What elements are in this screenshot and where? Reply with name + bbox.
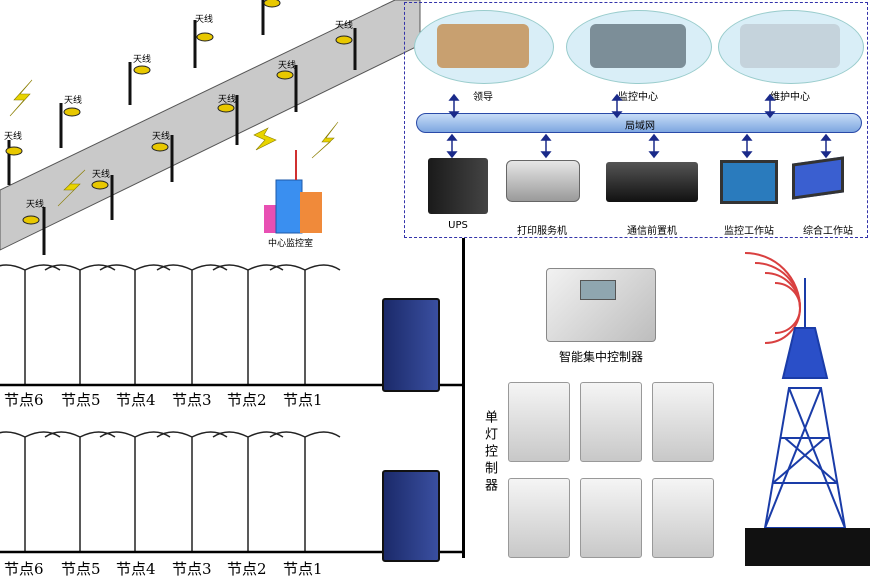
control-building-label: 中心监控室 xyxy=(268,239,314,249)
street-lamps xyxy=(5,0,357,255)
device-label: 综合工作站 xyxy=(803,226,853,237)
antenna-label: 天线 xyxy=(152,132,171,142)
device-label: 通信前置机 xyxy=(627,226,677,237)
maintenance-room-icon xyxy=(740,24,840,68)
cabinet-controller-icon xyxy=(382,470,440,562)
node-label: 节点5 xyxy=(61,560,101,578)
printer-icon xyxy=(506,160,580,202)
node-label: 节点5 xyxy=(61,391,101,409)
node-label: 节点1 xyxy=(283,560,323,578)
lan-bar xyxy=(416,113,862,133)
single-lamp-controller-module xyxy=(508,382,570,462)
monitor-center-room-icon xyxy=(590,24,686,68)
antenna-label: 天线 xyxy=(92,170,111,180)
rack-server-icon xyxy=(606,162,698,202)
antenna-label: 天线 xyxy=(278,61,297,71)
device-label: 监控工作站 xyxy=(724,226,774,237)
node-label: 节点6 xyxy=(4,391,44,409)
antenna-label: 天线 xyxy=(64,96,83,106)
device-label: UPS xyxy=(448,220,468,231)
lan-arrows xyxy=(446,93,832,159)
antenna-label: 天线 xyxy=(133,55,152,65)
single-lamp-controller-module xyxy=(580,478,642,558)
antenna-label: 天线 xyxy=(4,132,23,142)
single-lamp-controller-module xyxy=(508,478,570,558)
central-controller-label: 智能集中控制器 xyxy=(558,350,643,364)
single-lamp-controller-module xyxy=(652,382,714,462)
node-label: 节点4 xyxy=(116,560,156,578)
antenna-label: 天线 xyxy=(335,21,354,31)
antenna-label: 天线 xyxy=(26,200,45,210)
room-label: 领导 xyxy=(473,92,493,103)
ups-server-icon xyxy=(428,158,488,214)
lightning-icon xyxy=(9,79,339,207)
single-lamp-controller-label: 单灯控制器 xyxy=(482,410,497,495)
antenna-label: 天线 xyxy=(195,15,214,25)
node-label: 节点3 xyxy=(172,560,212,578)
road-diagram xyxy=(0,0,421,255)
lamp-row-2 xyxy=(0,431,341,551)
monitor-workstation-icon xyxy=(720,160,778,204)
node-label: 节点4 xyxy=(116,391,156,409)
antenna-label: 天线 xyxy=(218,95,237,105)
communication-tower-icon xyxy=(744,252,870,566)
room-label: 监控中心 xyxy=(618,92,658,103)
node-label: 节点2 xyxy=(227,391,267,409)
node-label: 节点1 xyxy=(283,391,323,409)
node-label: 节点2 xyxy=(227,560,267,578)
network-panel xyxy=(404,2,868,238)
computer-workstation-icon xyxy=(792,156,844,200)
trunk-line xyxy=(462,238,465,558)
device-label: 打印服务机 xyxy=(517,226,567,237)
node-label: 节点6 xyxy=(4,560,44,578)
office-room-icon xyxy=(437,24,529,68)
cabinet-controller-icon xyxy=(382,298,440,392)
lan-label: 局域网 xyxy=(625,121,655,132)
node-label: 节点3 xyxy=(172,391,212,409)
lamp-row-1 xyxy=(0,264,341,385)
control-building-icon xyxy=(264,150,322,234)
single-lamp-controller-module xyxy=(580,382,642,462)
single-lamp-controller-module xyxy=(652,478,714,558)
room-label: 维护中心 xyxy=(770,92,810,103)
controller-screen xyxy=(580,280,616,300)
